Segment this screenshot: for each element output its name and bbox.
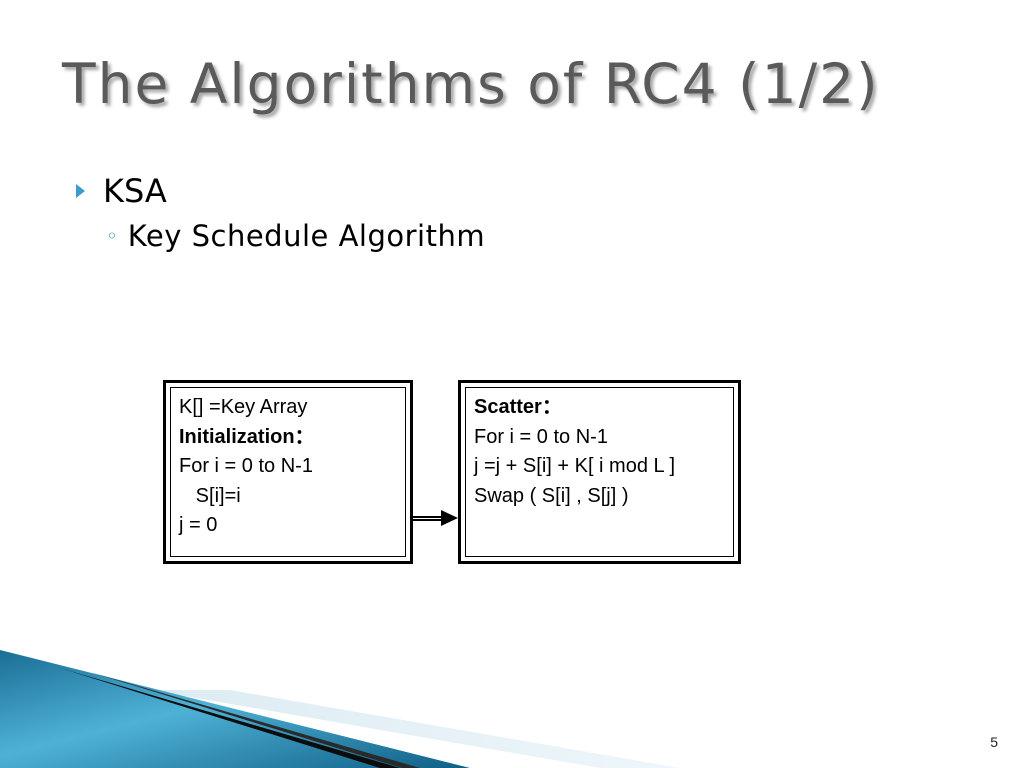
init-loop-line: For i = 0 to N-1 <box>179 455 313 477</box>
init-assign-line: S[i]=i <box>179 484 241 507</box>
initialization-box: K[] =Key Array Initialization： For i = 0… <box>163 380 413 564</box>
key-array-line: K[] =Key Array <box>179 396 308 418</box>
scatter-box: Scatter： For i = 0 to N-1 j =j + S[i] + … <box>458 380 741 564</box>
bullet-ksa: KSA <box>76 172 167 210</box>
page-number: 5 <box>990 734 998 750</box>
circle-bullet-icon: ◦ <box>106 224 118 248</box>
scatter-j-line: j =j + S[i] + K[ i mod L ] <box>474 455 676 477</box>
triangle-bullet-icon <box>76 184 85 198</box>
bullet-ksa-text: KSA <box>103 172 167 210</box>
flow-arrow-head-icon <box>441 510 458 526</box>
init-j-line: j = 0 <box>179 514 218 536</box>
scatter-swap-line: Swap ( S[i] , S[j] ) <box>474 484 629 507</box>
flow-arrow-shaft <box>413 516 443 521</box>
scatter-heading: Scatter： <box>474 396 562 418</box>
slide-title: The Algorithms of RC4 (1/2) <box>62 52 880 116</box>
initialization-heading: Initialization： <box>179 425 315 448</box>
sub-bullet-text: Key Schedule Algorithm <box>127 219 486 253</box>
sub-bullet-key-schedule: ◦ Key Schedule Algorithm <box>106 219 485 253</box>
scatter-loop-line: For i = 0 to N-1 <box>474 425 608 448</box>
